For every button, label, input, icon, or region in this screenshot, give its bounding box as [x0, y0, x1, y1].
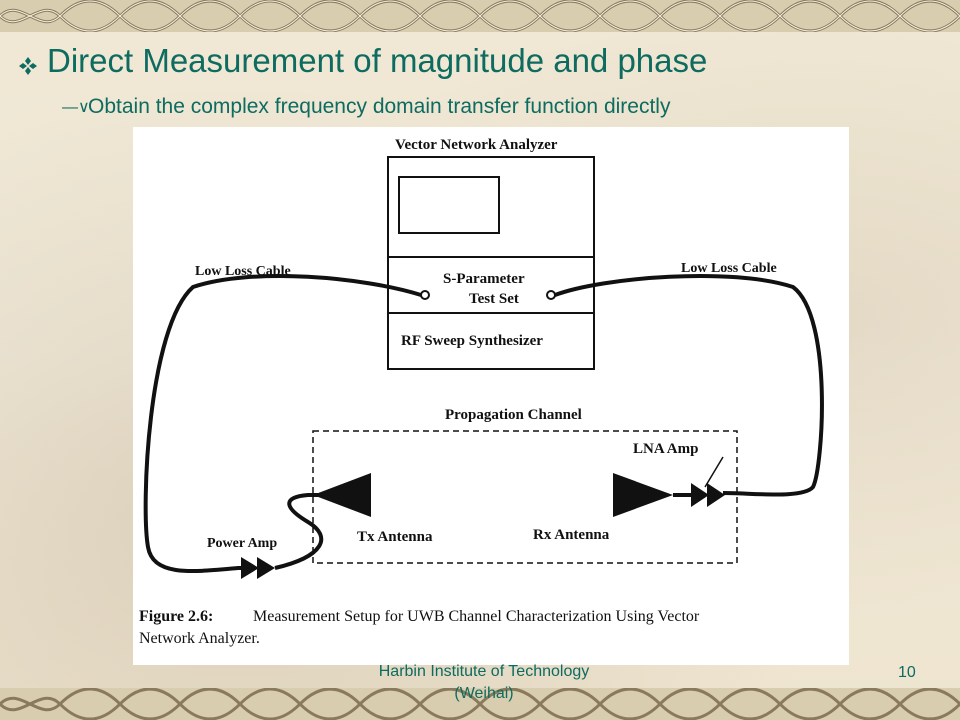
- sparam-label-1: S-Parameter: [443, 271, 525, 287]
- rx-antenna-label: Rx Antenna: [533, 527, 610, 543]
- footer-institution-line2: (Weihai): [454, 685, 514, 702]
- page-number: 10: [898, 664, 916, 681]
- cable-label-right: Low Loss Cable: [681, 261, 777, 276]
- measurement-setup-diagram: Vector Network Analyzer S-Parameter Test…: [139, 137, 824, 647]
- slide-subtitle: Obtain the complex frequency domain tran…: [88, 95, 671, 118]
- power-amp-icon: [241, 557, 259, 579]
- vna-box: [387, 156, 595, 370]
- caption-prefix: Figure 2.6:: [139, 608, 213, 625]
- caption-line-1: Measurement Setup for UWB Channel Charac…: [253, 608, 700, 625]
- sweep-label: RF Sweep Synthesizer: [401, 333, 543, 349]
- decorative-border-bottom: [0, 688, 960, 720]
- footer-institution-line1: Harbin Institute of Technology: [378, 663, 590, 680]
- diamond-bullet-icon: [19, 57, 37, 75]
- tx-antenna-icon: [313, 473, 371, 517]
- footer-institution: Harbin Institute of Technology (Weihai): [357, 661, 611, 705]
- sub-bullet-icon: —∨: [62, 99, 90, 116]
- port-left-icon: [420, 290, 430, 300]
- left-cable: [143, 273, 422, 574]
- vna-screen: [398, 176, 500, 234]
- decorative-border-top: [0, 0, 960, 32]
- channel-label: Propagation Channel: [445, 407, 582, 423]
- rx-antenna-icon: [613, 473, 673, 517]
- vna-label: Vector Network Analyzer: [395, 137, 558, 153]
- lna-amp-icon: [691, 483, 709, 507]
- power-amp-label: Power Amp: [207, 536, 277, 551]
- tx-feed-cable: [274, 493, 324, 570]
- right-cable: [554, 273, 824, 497]
- sparam-label-2: Test Set: [469, 291, 519, 307]
- port-right-icon: [546, 290, 556, 300]
- tx-antenna-label: Tx Antenna: [357, 529, 433, 545]
- lna-label: LNA Amp: [633, 441, 698, 457]
- lna-pointer: [704, 456, 724, 488]
- measurement-setup-figure: Vector Network Analyzer S-Parameter Test…: [133, 127, 849, 665]
- slide-title: Direct Measurement of magnitude and phas…: [47, 42, 708, 79]
- caption-line-2: Network Analyzer.: [139, 630, 260, 647]
